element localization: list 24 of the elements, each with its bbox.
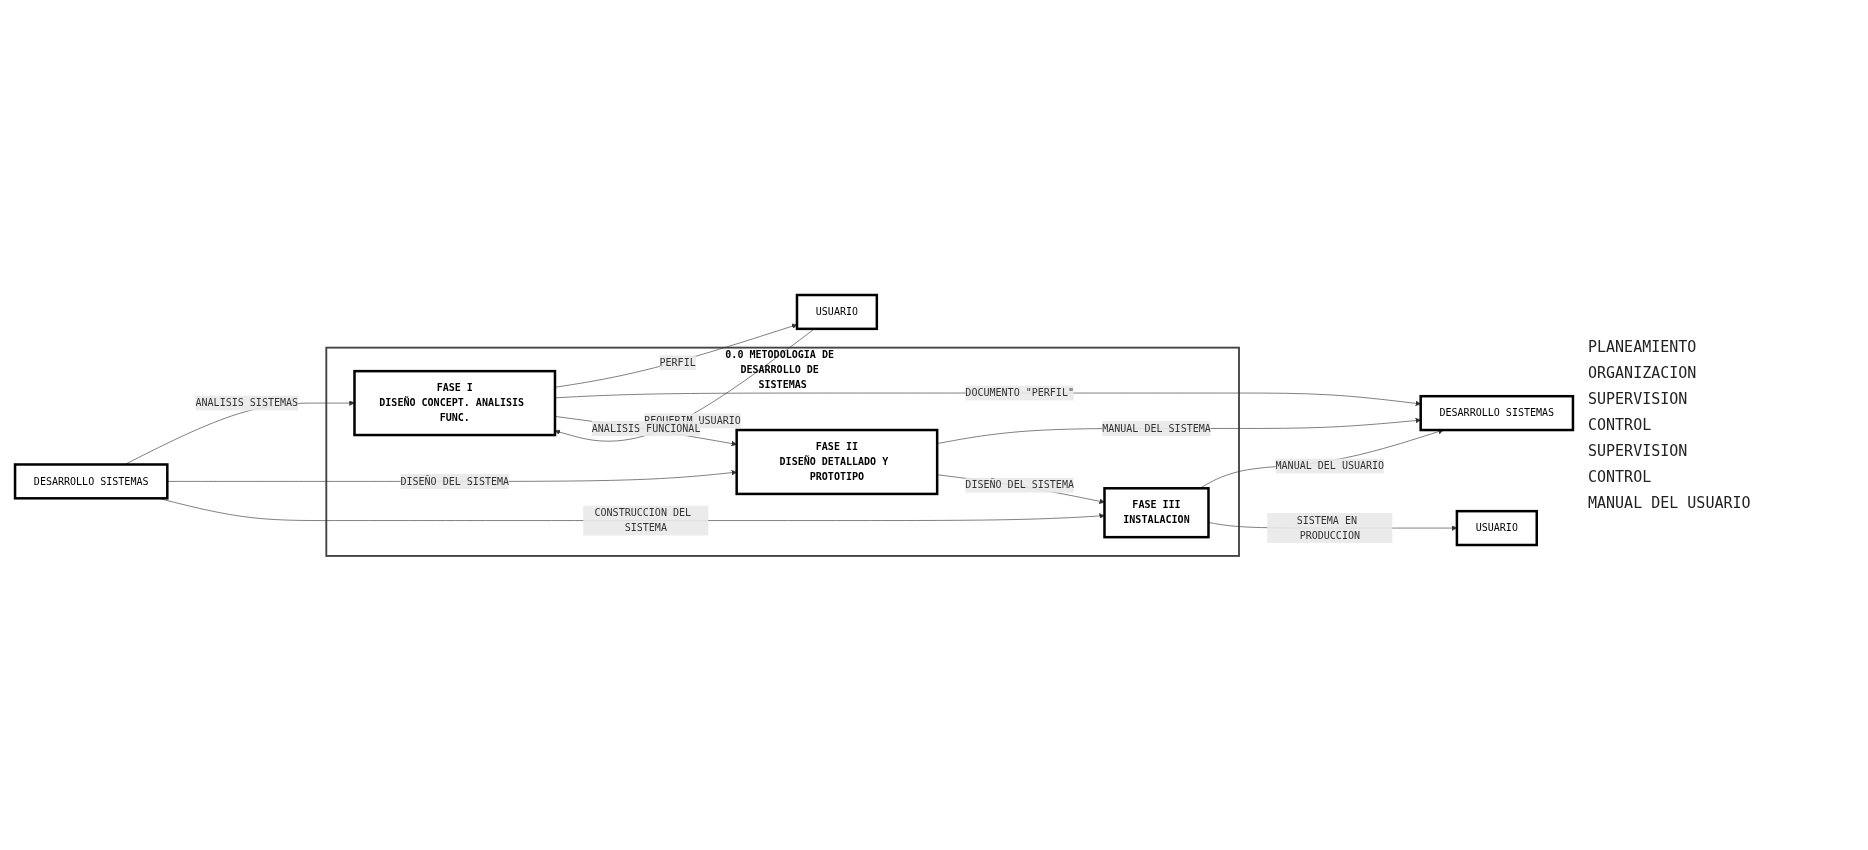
edge-label: SISTEMA EN PRODUCCION [1296,513,1361,541]
edge-label: ANALISIS FUNCIONAL [591,421,701,434]
edge-label: ANALISIS SISTEMAS [195,396,299,409]
note-text: MANUAL DEL USUARIO [1588,494,1752,512]
edge-label: DOCUMENTO "PERFIL" [965,386,1074,399]
note-text: CONTROL [1588,468,1653,486]
edge-label: CONSTRUCCION DEL SISTEMA [594,506,692,534]
node-box: USUARIO [795,293,879,330]
node-box: USUARIO [1455,509,1538,546]
edge-label: MANUAL DEL USUARIO [1275,459,1385,472]
note-text: SUPERVISION [1588,442,1689,460]
note-text: CONTROL [1588,416,1653,434]
node-box: FASE II DISEÑO DETALLADO Y PROTOTIPO [735,428,939,495]
node-box: DESARROLLO SISTEMAS [1419,394,1575,431]
edge-label: MANUAL DEL SISTEMA [1102,421,1211,434]
edge-label: DISEÑO DEL SISTEMA [965,478,1074,491]
node-box: DESARROLLO SISTEMAS [13,462,169,500]
note-text: SUPERVISION [1588,390,1689,408]
edge-label: DISEÑO DEL SISTEMA [400,474,510,487]
node-box: FASE III INSTALACION [1103,486,1210,538]
edge-label: PERFIL [659,356,696,369]
note-text: PLANEAMIENTO [1588,338,1698,356]
note-text: ORGANIZACION [1588,364,1698,382]
node-box: FASE I DISEÑO CONCEPT. ANALISIS FUNC. [353,369,557,436]
